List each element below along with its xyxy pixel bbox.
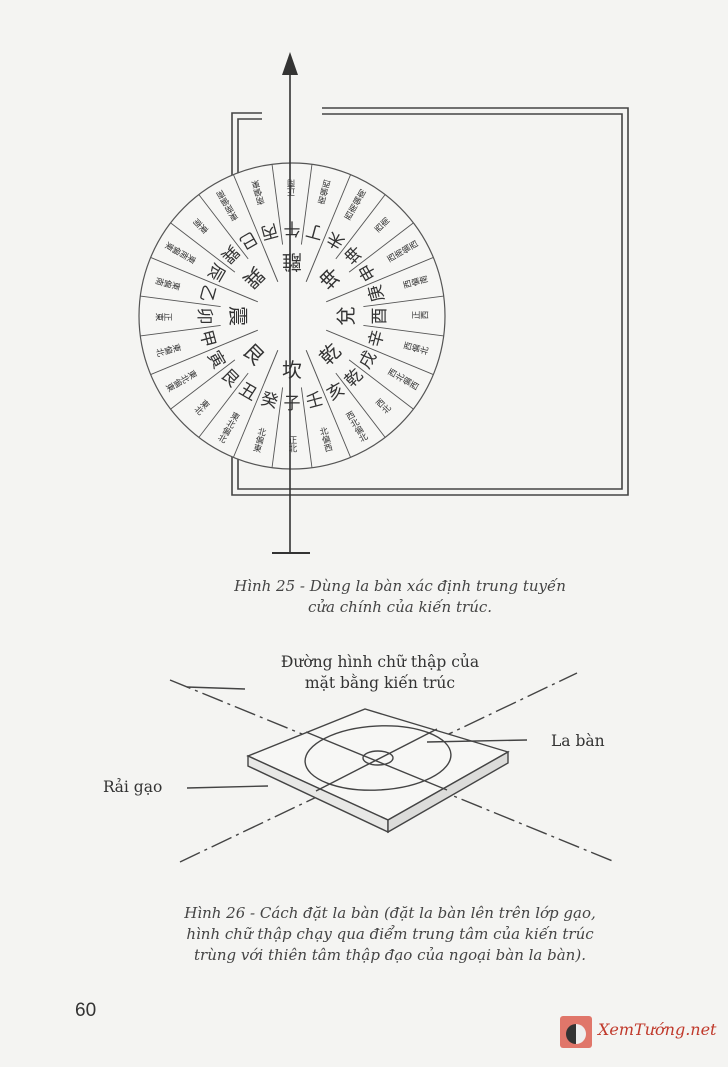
- sector-divider: [271, 164, 284, 245]
- caption-line: hình chữ thập chạy qua điểm trung tâm củ…: [186, 925, 594, 943]
- sector-divider: [150, 343, 226, 375]
- sector-divider: [319, 382, 351, 458]
- direction-label: 正東: [155, 311, 173, 321]
- mountain-label: 癸: [258, 389, 280, 413]
- sector-divider: [363, 324, 444, 337]
- trigram-divider: [225, 329, 259, 345]
- trigram-divider: [305, 249, 321, 283]
- caption-line: Hình 25 - Dùng la bàn xác định trung tuy…: [234, 577, 566, 595]
- trigram-divider: [325, 329, 359, 345]
- mountain-label: 午: [284, 218, 301, 238]
- trigram-divider: [325, 287, 359, 303]
- sector-divider: [348, 222, 414, 273]
- mountain-label: 酉: [370, 308, 390, 325]
- watermark-logo: XemTướng.net: [560, 1014, 728, 1052]
- sector-divider: [271, 387, 284, 468]
- mountain-label: 壬: [304, 389, 326, 413]
- sector-divider: [300, 164, 313, 245]
- page-number: 60: [75, 1000, 97, 1021]
- label-line: Đường hình chữ thập của: [280, 653, 480, 671]
- rice-label: Rải gạo: [103, 778, 163, 796]
- sector-divider: [348, 359, 414, 410]
- caption-line: cửa chính của kiến trúc.: [307, 598, 493, 616]
- compass-label: La bàn: [551, 732, 605, 750]
- sector-divider: [233, 174, 265, 250]
- sector-divider: [140, 324, 221, 337]
- trigram-divider: [263, 249, 279, 283]
- sector-divider: [233, 382, 265, 458]
- direction-label: 正北: [287, 436, 297, 454]
- mountain-label: 丙: [258, 219, 280, 243]
- sector-divider: [358, 257, 434, 289]
- trigram-label: 震: [226, 306, 250, 326]
- trigram-divider: [305, 349, 321, 383]
- building-outline: [231, 107, 629, 496]
- sector-divider: [335, 372, 386, 438]
- yin-yang-icon: [560, 1016, 592, 1048]
- sector-divider: [358, 343, 434, 375]
- mountain-label: 乙: [195, 282, 219, 304]
- cross-line-a: [169, 679, 616, 863]
- mountain-label: 庚: [365, 282, 389, 304]
- mountain-label: 子: [284, 394, 301, 414]
- trigram-divider: [263, 349, 279, 383]
- sector-divider: [150, 257, 226, 289]
- compass-disc: 坎艮震巽離坤兌乾子癸丑艮寅甲卯乙辰巽巳丙午丁未坤申庚酉辛戌乾亥壬正北北偏東東北偏…: [138, 162, 446, 470]
- trigram-label: 坎: [282, 358, 302, 382]
- mountain-label: 甲: [195, 328, 219, 350]
- compass-ellipse: [304, 725, 452, 791]
- direction-label: 正西: [412, 311, 430, 321]
- leader-compass: [426, 739, 528, 743]
- sector-divider: [140, 295, 221, 308]
- mountain-label: 丁: [304, 219, 326, 243]
- watermark-text: XemTướng.net: [598, 1020, 717, 1039]
- figure-25-caption: Hình 25 - Dùng la bàn xác định trung tuy…: [150, 576, 650, 618]
- cross-label: Đường hình chữ thập của mặt bằng kiến tr…: [230, 652, 530, 694]
- figure-26-drawing: [169, 672, 616, 863]
- mountain-label: 辛: [365, 328, 389, 350]
- sector-divider: [363, 295, 444, 308]
- leader-cross: [186, 686, 246, 690]
- trigram-label: 兌: [334, 306, 358, 326]
- slab-cross-a: [305, 731, 448, 791]
- label-line: mặt bằng kiến trúc: [304, 674, 456, 692]
- leader-rice: [186, 785, 269, 789]
- direction-label: 正南: [287, 180, 297, 197]
- sector-divider: [198, 194, 249, 260]
- arrow-head-icon: [282, 52, 298, 75]
- slab-side-right: [387, 750, 509, 834]
- trigram-label: 離: [282, 250, 302, 274]
- caption-line: Hình 26 - Cách đặt la bàn (đặt la bàn lê…: [184, 904, 596, 922]
- compass-center: [362, 750, 394, 766]
- sector-divider: [170, 359, 236, 410]
- trigram-divider: [225, 287, 259, 303]
- sector-divider: [335, 194, 386, 260]
- sector-divider: [170, 222, 236, 273]
- slab-cross-b: [315, 728, 438, 792]
- caption-line: trùng với thiên tâm thập đạo của ngoại b…: [194, 946, 586, 964]
- sector-divider: [300, 387, 313, 468]
- sector-divider: [198, 372, 249, 438]
- mountain-label: 卯: [194, 308, 214, 325]
- compass-ring: [138, 162, 446, 470]
- figure-26-caption: Hình 26 - Cách đặt la bàn (đặt la bàn lê…: [140, 903, 640, 966]
- sector-divider: [319, 174, 351, 250]
